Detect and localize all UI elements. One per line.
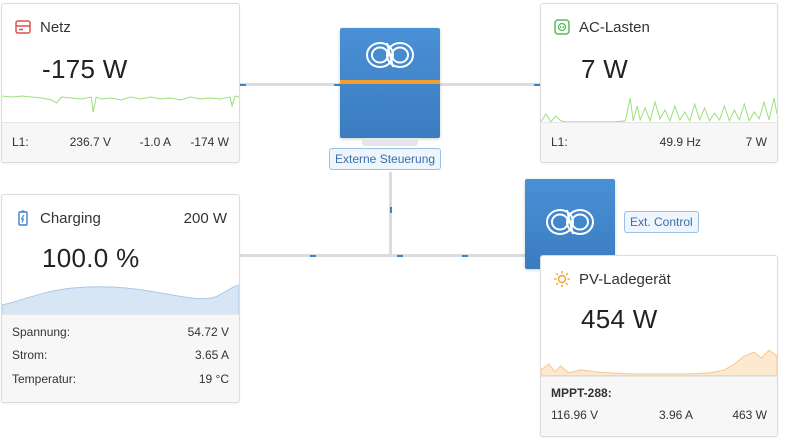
pv-charger-card-header: PV-Ladegerät	[553, 270, 671, 288]
battery-power: 200 W	[183, 209, 227, 227]
flow-dot	[390, 207, 392, 213]
battery-title: Charging	[40, 209, 101, 227]
grid-sparkline	[2, 95, 239, 113]
pv-values-row: 116.96 V 3.96 A 463 W	[551, 408, 767, 422]
battery-icon	[18, 210, 28, 226]
ac-loads-frequency: 49.9 Hz	[659, 135, 701, 149]
ext-control-tag[interactable]: Ext. Control	[624, 211, 699, 233]
connector-dc-bus	[240, 254, 525, 257]
grid-current: -1.0 A	[139, 135, 171, 149]
ac-loads-title: AC-Lasten	[579, 18, 650, 36]
battery-footer: Spannung: 54.72 V Strom: 3.65 A Temperat…	[2, 314, 239, 402]
battery-voltage-label: Spannung:	[12, 325, 71, 339]
ac-loads-value: 7 W	[581, 54, 629, 84]
battery-card[interactable]: Charging 200 W 100.0 % Spannung: 54.72 V…	[1, 194, 240, 403]
grid-value: -175 W	[42, 54, 128, 84]
battery-row-current: Strom: 3.65 A	[12, 348, 229, 362]
connector-inverter-dc-vertical	[389, 172, 392, 257]
victron-logo-icon	[366, 42, 414, 68]
pv-charger-footer: MPPT-288: 116.96 V 3.96 A 463 W	[541, 376, 777, 436]
grid-voltage: 236.7 V	[69, 135, 111, 149]
sun-icon	[554, 271, 570, 287]
pv-device-row: MPPT-288:	[551, 386, 767, 400]
grid-footer: L1: 236.7 V -1.0 A -174 W	[2, 122, 239, 162]
external-control-tag[interactable]: Externe Steuerung	[329, 148, 442, 170]
battery-current-value: 3.65 A	[194, 348, 229, 362]
battery-card-header: Charging 200 W	[14, 209, 227, 227]
victron-logo-icon	[546, 209, 594, 235]
ac-loads-phase-label: L1:	[551, 135, 568, 149]
pv-charger-sparkline	[541, 349, 777, 376]
flow-dot	[334, 84, 340, 86]
grid-icon	[15, 20, 31, 34]
grid-phase-label: L1:	[12, 135, 29, 149]
flow-dot	[534, 84, 540, 86]
grid-card[interactable]: Netz -175 W L1: 236.7 V -1.0 A -174 W	[1, 3, 240, 163]
ac-loads-footer: L1: 49.9 Hz 7 W	[541, 122, 777, 162]
grid-title: Netz	[40, 18, 71, 36]
pv-current: 3.96 A	[658, 408, 693, 422]
grid-power: -174 W	[190, 135, 229, 149]
plug-icon	[554, 19, 570, 35]
pv-charger-value: 454 W	[581, 304, 658, 334]
battery-sparkline	[2, 284, 239, 315]
battery-value: 100.0 %	[42, 243, 140, 273]
battery-temperature-label: Temperatur:	[12, 372, 77, 386]
flow-dot	[240, 84, 246, 86]
pv-power: 463 W	[732, 408, 767, 422]
inverter-main-stripe	[340, 80, 440, 84]
ac-loads-card[interactable]: AC-Lasten 7 W L1: 49.9 Hz 7 W	[540, 3, 778, 163]
ac-loads-sparkline	[541, 97, 777, 123]
pv-voltage: 116.96 V	[551, 408, 599, 422]
connector-inverter-acloads	[440, 83, 540, 86]
grid-card-header: Netz	[14, 18, 71, 36]
battery-temperature-value: 19 °C	[198, 372, 229, 386]
inverter-main-base	[362, 138, 418, 146]
flow-dot	[397, 255, 403, 257]
inverter-main[interactable]	[340, 28, 440, 138]
ac-loads-card-header: AC-Lasten	[553, 18, 650, 36]
grid-phase-row: L1: 236.7 V -1.0 A -174 W	[12, 135, 229, 149]
battery-current-label: Strom:	[12, 348, 48, 362]
ac-loads-phase-row: L1: 49.9 Hz 7 W	[551, 135, 767, 149]
pv-charger-card[interactable]: PV-Ladegerät 454 W MPPT-288: 116.96 V 3.…	[540, 255, 778, 437]
connector-grid-inverter	[240, 83, 340, 86]
pv-charger-title: PV-Ladegerät	[579, 270, 671, 288]
ac-loads-power: 7 W	[745, 135, 767, 149]
flow-dot	[310, 255, 316, 257]
inverter-secondary[interactable]	[525, 179, 615, 269]
battery-row-temperature: Temperatur: 19 °C	[12, 372, 229, 386]
pv-device-label: MPPT-288:	[551, 386, 612, 400]
flow-dot	[462, 255, 468, 257]
battery-row-voltage: Spannung: 54.72 V	[12, 325, 229, 339]
battery-voltage-value: 54.72 V	[187, 325, 229, 339]
